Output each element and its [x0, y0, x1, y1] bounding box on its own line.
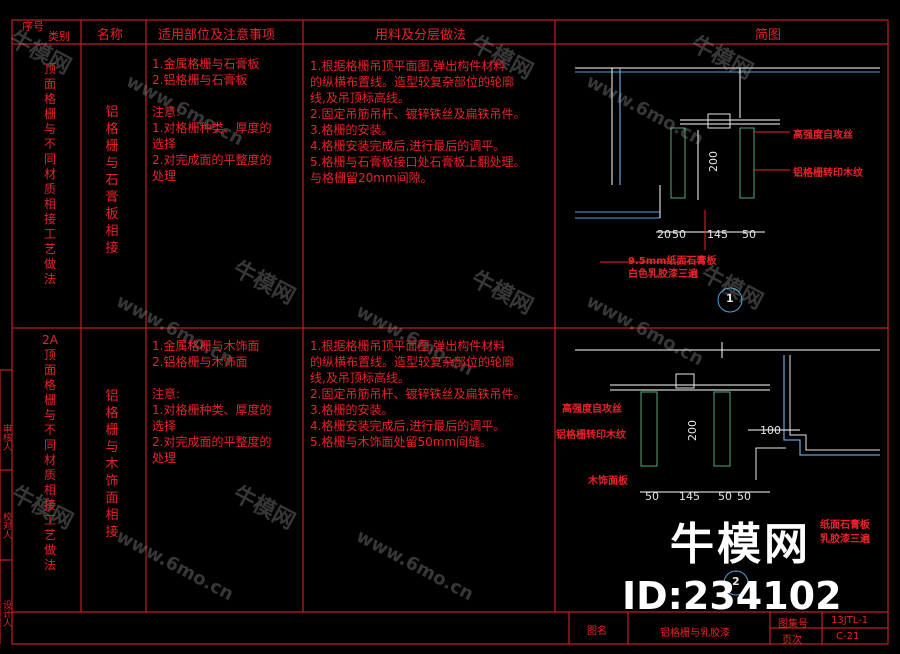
- header-sn: 序号: [22, 20, 44, 33]
- row2-dim-c: 50: [718, 490, 732, 503]
- row1-label-board: 9.5mm纸面石膏板: [628, 256, 717, 267]
- row2-category: 顶面格栅与不同材质相接工艺做法: [43, 348, 56, 572]
- side-label-reviewer: 审核人: [1, 424, 11, 451]
- title-block-atlas-no: 13JTL-1: [831, 615, 869, 626]
- row1-method: 1.根据格栅吊顶平面图,弹出构件材料 的纵横布置线。造型较复杂部位的轮廓 线,及…: [310, 59, 526, 185]
- row1-label-screw: 高强度自攻丝: [793, 130, 853, 141]
- title-block-page-no: C-21: [836, 631, 860, 642]
- row2-dim-side: 100: [760, 424, 781, 437]
- row1-detail-number: 1: [726, 292, 734, 305]
- row2-label-grille: 铝格栅转印木纹: [556, 430, 626, 441]
- brand-logo-text: 牛模网: [670, 519, 811, 570]
- row2-name: 铝格栅与木饰面相接: [105, 389, 119, 540]
- row1-dim-height: 200: [707, 151, 720, 172]
- row2-label-wood: 木饰面板: [588, 476, 628, 487]
- row2-method: 1.根据格栅吊顶平面图,弹出构件材料 的纵横布置线。造型较复杂部位的轮廓 线,及…: [310, 339, 526, 449]
- header-diagram: 简图: [755, 28, 782, 43]
- row1-category: 顶面格栅与不同材质相接工艺做法: [43, 62, 56, 286]
- header-name: 名称: [97, 28, 124, 43]
- detail-2: [575, 342, 880, 596]
- row2-label-board: 纸面石膏板: [820, 520, 870, 531]
- row2-label-paint: 乳胶漆三遍: [820, 534, 870, 545]
- row2-dim-d: 50: [737, 490, 751, 503]
- row1-dim-a: 20: [657, 228, 671, 241]
- row1-label-paint: 白色乳胶漆三遍: [628, 269, 698, 280]
- title-block-atlas-label: 图集号: [778, 619, 808, 630]
- row2-dim-a: 50: [645, 490, 659, 503]
- row2-category-num: 2A: [42, 333, 58, 347]
- row2-dim-height: 200: [686, 420, 699, 441]
- header-scope: 适用部位及注意事项: [158, 28, 276, 43]
- row1-label-grille: 铝格栅转印木纹: [793, 168, 863, 179]
- title-block-name-label: 图名: [587, 626, 607, 637]
- detail-1: [575, 67, 880, 313]
- header-method: 用料及分层做法: [375, 28, 467, 43]
- row2-detail-number: 2: [732, 575, 740, 588]
- row1-name: 铝格栅与石膏板相接: [105, 105, 119, 256]
- row2-dim-b: 145: [679, 490, 700, 503]
- table-grid: [0, 19, 889, 645]
- row1-dim-b: 50: [672, 228, 686, 241]
- row2-label-screw: 高强度自攻丝: [562, 404, 622, 415]
- header-type: 类别: [48, 30, 70, 43]
- side-label-designer: 设计人: [1, 600, 11, 627]
- row1-dim-c: 145: [707, 228, 728, 241]
- side-label-checker: 校对人: [1, 512, 11, 539]
- row2-scope: 1.金属格栅与木饰面 2.铝格栅与木饰面 注意: 1.对格栅种类、厚度的 选择 …: [152, 339, 272, 465]
- title-block-page-label: 页次: [782, 635, 802, 646]
- row1-dim-d: 50: [742, 228, 756, 241]
- brand-id: ID:234102: [622, 574, 842, 618]
- title-block-name: 铝格栅与乳胶漆: [660, 628, 730, 639]
- row1-scope: 1.金属格栅与石膏板 2.铝格栅与石膏板 注意: 1.对格栅种类、厚度的 选择 …: [152, 57, 272, 183]
